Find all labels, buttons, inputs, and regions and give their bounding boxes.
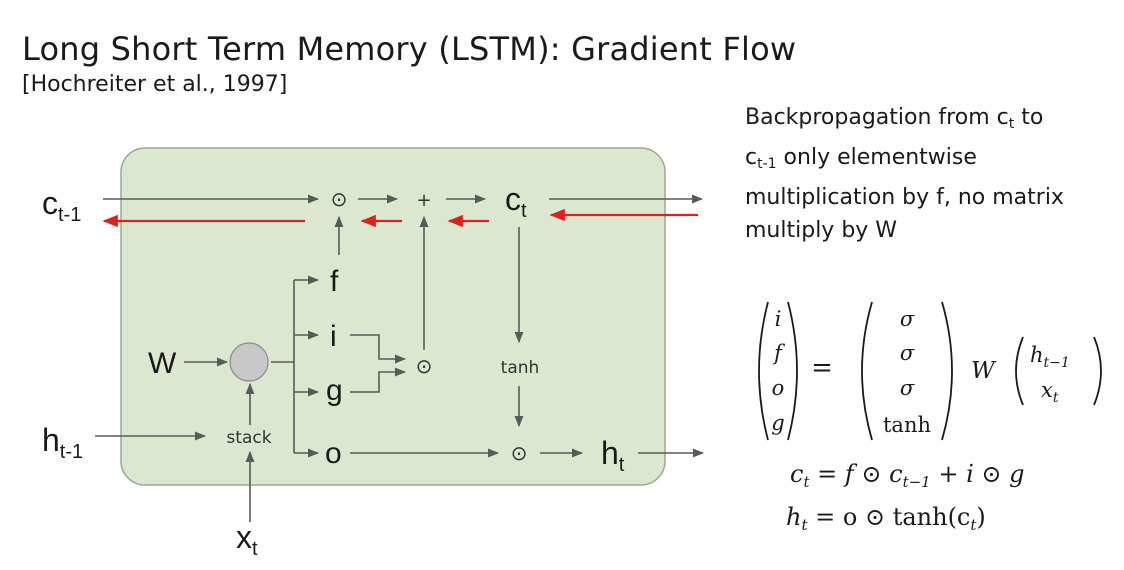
note-line-1: Backpropagation from ct to [745,105,1044,132]
h-t-label: ht [601,435,625,476]
forget-mult-op: ⊙ [331,187,348,211]
note-line-3: multiplication by f, no matrix [745,185,1064,210]
gate-equation: i f o g = σ σ σ tanh W ht−1 xt [758,301,1102,441]
vec-act-sigma-1: σ [900,307,915,331]
act-vector-open-paren [861,301,873,441]
hidden-state-equation: ht = o ⊙ tanh(ct) [786,503,986,534]
vec-left-o: o [772,376,785,400]
lstm-cell-box [120,147,666,486]
x-t-label: xt [236,519,258,560]
gate-f-label: f [330,265,339,298]
vec-act-sigma-3: σ [900,376,915,400]
note-line-2: ct-1 only elementwise [745,145,977,172]
c-t-label: ct [505,181,527,222]
arrow-g-to-input-mult [350,367,407,393]
vec-left-i: i [775,307,782,331]
input-mult-op: ⊙ [416,354,433,378]
h-prev-label: ht-1 [42,422,83,463]
vec-input-x: xt [1041,378,1059,406]
eq-W: W [971,358,997,384]
input-vector-close-paren [1093,336,1102,406]
add-op: + [416,190,431,211]
W-label: W [148,347,177,380]
left-vector-open-paren [758,301,769,441]
input-vector-open-paren [1015,336,1024,406]
slide-title: Long Short Term Memory (LSTM): Gradient … [22,30,797,68]
vec-input-h: ht−1 [1030,343,1070,371]
note-line-4: multiply by W [745,218,898,243]
gate-g-label: g [326,374,343,407]
gradient-flow-note: Backpropagation from ct to ct-1 only ele… [745,101,1115,247]
cell-state-equation: ct = f ⊙ ct−1 + i ⊙ g [790,460,1024,491]
c-prev-label: ct-1 [42,185,81,226]
gate-input-node [229,342,269,382]
vec-act-sigma-2: σ [900,341,915,365]
equals-sign: = [811,353,833,383]
output-mult-op: ⊙ [511,441,528,465]
vec-left-f: f [772,341,785,365]
act-vector-close-paren [941,301,953,441]
stack-label: stack [226,428,271,448]
gate-o-label: o [325,437,342,470]
gate-i-label: i [330,320,337,353]
vec-act-tanh: tanh [883,413,931,437]
left-vector-close-paren [787,301,798,441]
tanh-label: tanh [501,358,540,378]
arrow-i-to-input-mult [350,334,407,364]
vec-left-g: g [771,411,784,435]
citation: [Hochreiter et al., 1997] [22,72,288,97]
